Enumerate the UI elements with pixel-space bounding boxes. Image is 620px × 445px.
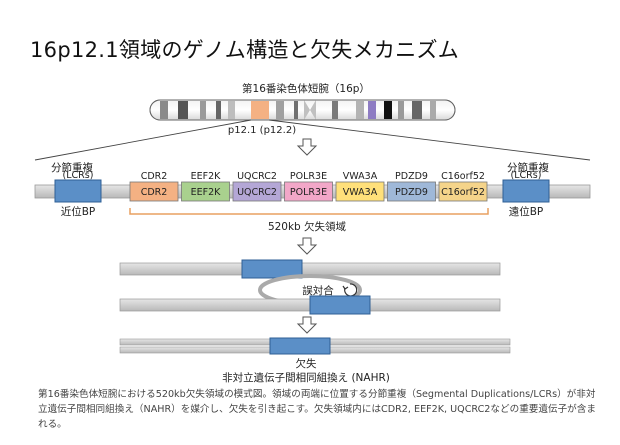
lcr-right-bp-label: 遠位BP xyxy=(509,205,544,218)
rotate-arrow-icon xyxy=(342,283,358,297)
lcr-left-box: (LCRs) xyxy=(54,170,102,203)
gene-box-polr3e xyxy=(284,181,333,202)
down-arrow-icon xyxy=(296,316,318,334)
down-arrow-icon xyxy=(296,237,318,255)
chromosome-ideogram xyxy=(149,99,456,121)
zoom-line-right xyxy=(268,119,591,161)
gene-box-uqcrc2 xyxy=(232,181,282,202)
chromatid-bar-upper xyxy=(119,262,501,276)
gene-box-pdzd9 xyxy=(387,181,436,202)
gene-top-label: PDZD9 xyxy=(395,171,428,182)
gene-box-label: EEF2K xyxy=(191,187,222,198)
down-arrow-icon xyxy=(296,138,318,156)
gene-box-label: UQCRC2 xyxy=(237,187,277,198)
lcr-right-box: (LCRs) xyxy=(502,170,550,203)
gene-box-label: PDZD9 xyxy=(395,187,428,198)
gene-top-label: UQCRC2 xyxy=(237,171,277,182)
gene-boxes: CDR2CDR2EEF2KEEF2KUQCRC2UQCRC2POLR3EPOLR… xyxy=(129,171,488,202)
figure-caption: 第16番染色体短腕における520kb欠失領域の模式図。領域の両端に位置する分節重… xyxy=(38,389,596,430)
lcr-fused xyxy=(269,337,331,355)
highlighted-band xyxy=(251,101,269,119)
gene-box-c16orf52 xyxy=(438,181,488,202)
gene-box-cdr2 xyxy=(129,181,179,202)
gene-box-label: POLR3E xyxy=(290,187,327,198)
result-label: 欠失 xyxy=(296,357,317,370)
lcr-left-box-label: (LCRs) xyxy=(63,170,94,181)
lcr-left-top-label: 分節重複 xyxy=(51,161,93,174)
mechanism-label: 非対立遺伝子間相同組換え (NAHR) xyxy=(222,371,390,384)
gene-box-eef2k xyxy=(181,181,230,202)
lcr-left-bp-label: 近位BP xyxy=(61,205,96,218)
lcr-misaligned-upper xyxy=(241,259,303,279)
lcr-misaligned-lower xyxy=(309,295,371,315)
lcr-right-box-label: (LCRs) xyxy=(511,170,542,181)
deletion-label: 520kb 欠失領域 xyxy=(268,220,347,233)
band-label: p12.1 (p12.2) xyxy=(228,125,296,136)
gene-box-vwa3a xyxy=(335,181,385,202)
misalign-label: 誤対合 xyxy=(302,284,334,297)
gene-top-label: EEF2K xyxy=(191,171,222,182)
chromosome-label: 第16番染色体短腕（16p） xyxy=(242,82,370,95)
gene-box-label: VWA3A xyxy=(343,187,378,198)
deletion-bracket xyxy=(129,208,489,215)
gene-top-label: POLR3E xyxy=(290,171,327,182)
gene-top-label: CDR2 xyxy=(141,171,168,182)
gene-top-label: VWA3A xyxy=(343,171,378,182)
page-title: 16p12.1領域のゲノム構造と欠失メカニズム xyxy=(30,38,460,62)
gene-box-label: C16orf52 xyxy=(441,187,485,198)
zoom-line-left xyxy=(34,119,252,161)
gene-top-label: C16orf52 xyxy=(441,171,485,182)
gene-box-label: CDR2 xyxy=(141,187,168,198)
lcr-right-top-label: 分節重複 xyxy=(507,161,549,174)
